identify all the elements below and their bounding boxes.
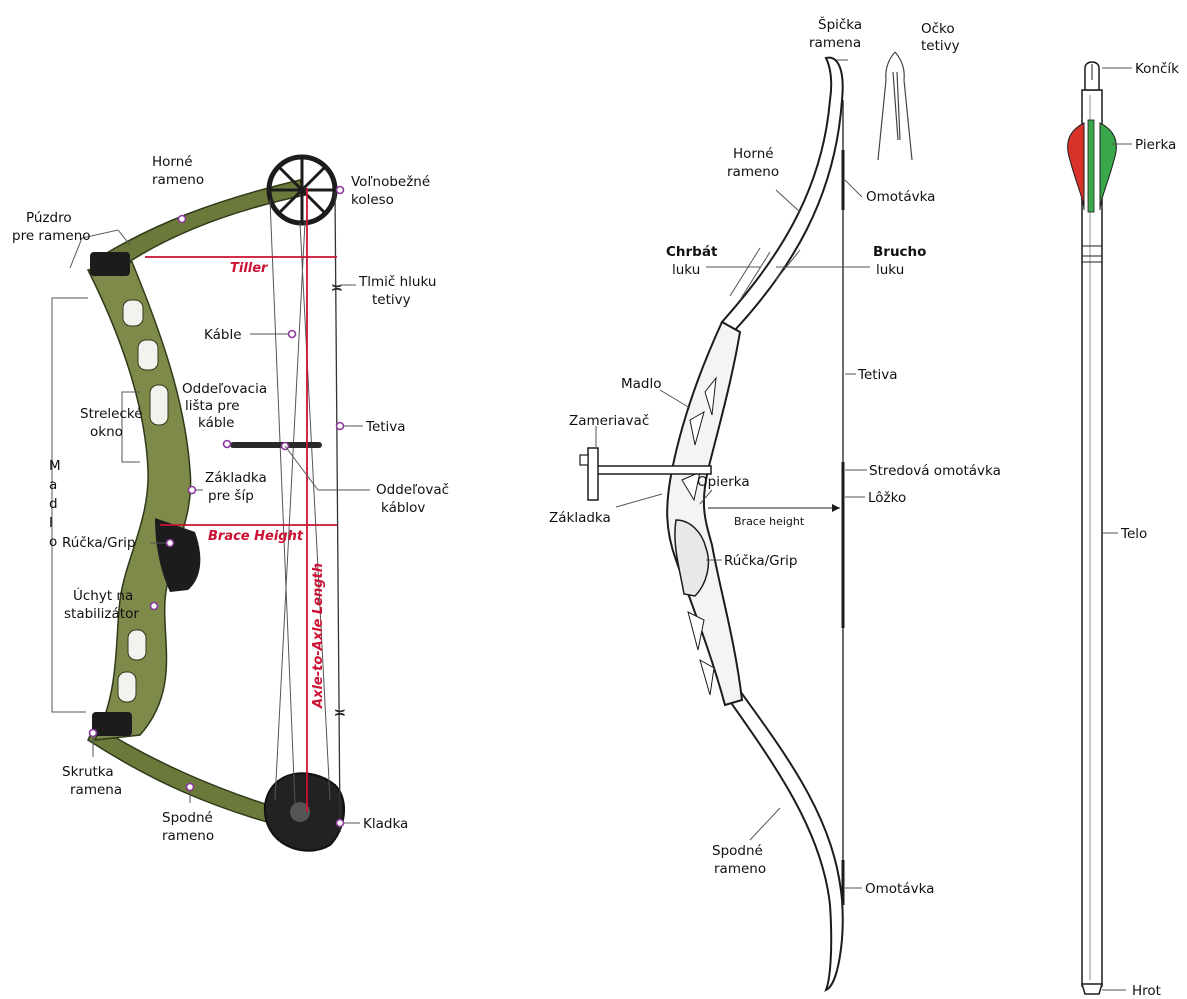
stabilizer-marker xyxy=(151,603,158,610)
label-nock: Končík xyxy=(1135,61,1179,77)
fletch-green xyxy=(1100,123,1116,210)
cable-guard-bar xyxy=(230,442,322,448)
cam-marker xyxy=(337,820,344,827)
arrow-point xyxy=(1082,984,1102,994)
fletch-red xyxy=(1068,123,1084,210)
upper-limb-leader xyxy=(776,190,800,212)
compound-riser-shape xyxy=(88,262,191,740)
riser-letter: M xyxy=(49,458,61,474)
label-belly: Brucho xyxy=(873,244,926,260)
sight-bar xyxy=(596,466,711,474)
riser-cutout xyxy=(123,300,143,326)
label-shelf: Základka xyxy=(549,510,611,526)
label-limb-tip: Špičkaramena xyxy=(809,15,862,51)
recurve-upper-limb-shape xyxy=(722,58,843,330)
lower-limb-marker xyxy=(187,784,194,791)
string-loop-inset xyxy=(878,52,912,160)
label-brace-height-recurve: Brace height xyxy=(734,515,805,528)
label-string: Tetiva xyxy=(365,419,406,435)
string-marker xyxy=(337,423,344,430)
shelf-leader xyxy=(616,494,662,507)
recurve-lower-limb-shape xyxy=(722,684,843,990)
compound-bow: ≍ ≍ Tiller Brace Height Axle-to-Axle Len… xyxy=(12,154,449,851)
riser-letter: o xyxy=(49,534,57,550)
label-plunger-rest: Opierka xyxy=(697,474,750,490)
label-point: Hrot xyxy=(1132,983,1161,999)
limb-bolt-marker xyxy=(90,730,97,737)
arrow-shaft xyxy=(1082,90,1102,986)
label-back-2: luku xyxy=(672,262,700,278)
compound-cable xyxy=(270,200,295,805)
idler-marker xyxy=(337,187,344,194)
lower-limb-leader-recurve xyxy=(750,808,780,840)
axle-to-axle-text: Axle-to-Axle Length xyxy=(311,563,326,709)
label-grip-recurve: Rúčka/Grip xyxy=(724,553,798,569)
riser-cutout xyxy=(118,672,136,702)
label-center-serving: Stredová omotávka xyxy=(869,463,1001,479)
grip-marker xyxy=(167,540,174,547)
label-belly-2: luku xyxy=(876,262,904,278)
riser-cutout xyxy=(138,340,158,370)
limb-pocket-bottom xyxy=(92,712,132,736)
upper-limb-marker xyxy=(179,216,186,223)
label-serving-top: Omotávka xyxy=(866,189,935,205)
cable-guard-marker xyxy=(224,441,231,448)
string-silencer-top: ≍ xyxy=(331,281,343,296)
compound-cable xyxy=(275,222,305,800)
label-sight: Zameriavač xyxy=(569,413,649,429)
label-string-recurve: Tetiva xyxy=(857,367,898,383)
riser-letter: d xyxy=(49,496,58,512)
arrow-shelf-marker xyxy=(189,487,196,494)
arrow: Končík Pierka Telo Hrot xyxy=(1068,61,1179,999)
label-cam: Kladka xyxy=(363,816,408,832)
riser-letter: a xyxy=(49,477,57,493)
fletch-center xyxy=(1088,120,1094,212)
riser-leader-recurve xyxy=(660,390,690,408)
label-nocking-point: Lôžko xyxy=(868,490,906,506)
sight-head xyxy=(588,448,598,500)
brace-height-arrowhead xyxy=(832,504,840,512)
cables-marker xyxy=(289,331,296,338)
recurve-riser-cutout xyxy=(700,660,714,695)
label-riser-recurve: Madlo xyxy=(621,376,662,392)
sight-window-bracket xyxy=(122,392,140,462)
label-grip: Rúčka/Grip xyxy=(62,535,136,551)
riser-cutout xyxy=(150,385,168,425)
label-back: Chrbát xyxy=(666,244,718,260)
label-cables: Káble xyxy=(204,327,242,343)
limb-pocket-top xyxy=(90,252,130,276)
label-shaft: Telo xyxy=(1120,526,1147,542)
label-serving-bottom: Omotávka xyxy=(865,881,934,897)
tiller-text: Tiller xyxy=(230,261,269,276)
string-silencer-bottom: ≍ xyxy=(334,706,346,721)
compound-cable xyxy=(300,223,330,800)
riser-letter: l xyxy=(49,515,53,531)
serving-top-leader xyxy=(845,180,862,197)
sight-pin xyxy=(580,455,588,465)
recurve-riser-shape xyxy=(667,322,742,705)
riser-cutout xyxy=(128,630,146,660)
label-fletching: Pierka xyxy=(1135,137,1176,153)
brace-height-text: Brace Height xyxy=(208,529,304,544)
